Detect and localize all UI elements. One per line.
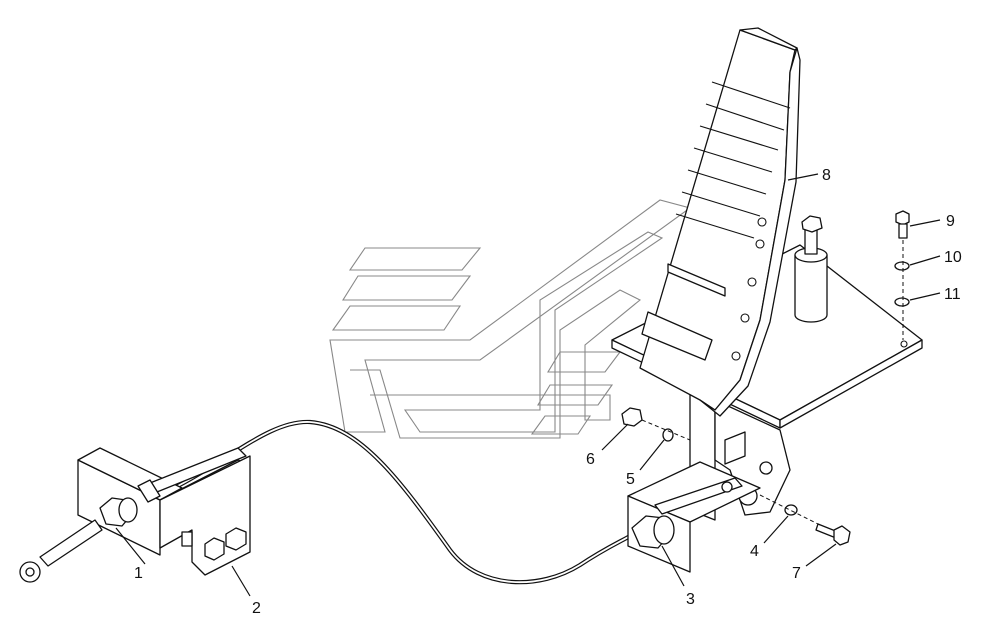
watermark-emblem [329,199,692,439]
accelerator-pedal [639,27,801,417]
hardware-bolt-7 [815,523,851,546]
callout-9: 9 [946,213,955,230]
hardware-washer-11 [894,297,910,307]
hardware-washer-4 [784,504,798,516]
callout-2: 2 [252,600,261,617]
callout-5: 5 [626,471,635,488]
callout-7: 7 [792,565,801,582]
left-cable-fitting [19,479,161,583]
callout-10: 10 [944,249,962,266]
callout-1: 1 [134,565,143,582]
assembly-guide-lines [641,240,904,526]
callout-3: 3 [686,591,695,608]
callout-leaders [115,173,941,597]
hardware-bolt-9 [895,210,910,239]
callout-11: 11 [944,286,961,303]
callout-6: 6 [586,451,595,468]
mount-post [794,215,828,323]
hardware-washer-10 [894,261,910,271]
callout-4: 4 [750,543,759,560]
right-cable-bracket [627,461,761,573]
hardware-nut-6 [621,407,643,427]
callout-8: 8 [822,167,831,184]
throttle-cable [167,419,643,585]
